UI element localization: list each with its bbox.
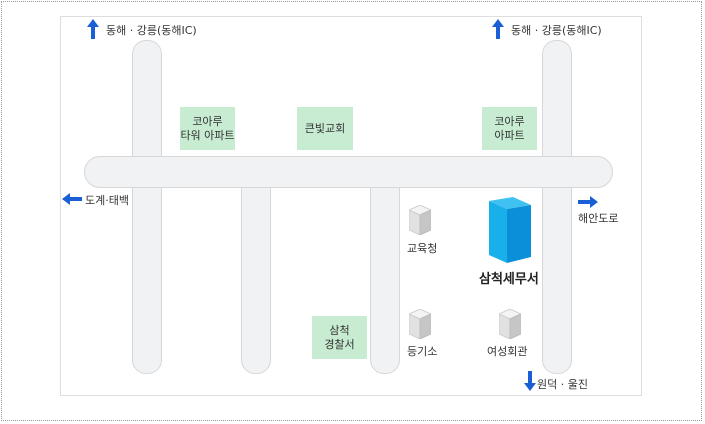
landmark-church: 큰빛교회: [297, 107, 353, 150]
building-cube-icon: [499, 309, 521, 339]
road-join-1: [133, 157, 161, 187]
building-cube-icon: [409, 205, 431, 235]
building-cube-icon: [409, 309, 431, 339]
road-join-4: [543, 157, 571, 187]
road-horizontal: [84, 156, 613, 188]
road-join-2: [242, 170, 270, 187]
arrow-up-icon: [492, 19, 504, 39]
building-women-center-label: 여성회관: [487, 345, 528, 358]
arrow-down-icon: [524, 371, 536, 391]
direction-north-left: 동해 · 강릉(동해IC): [106, 24, 197, 37]
building-education-label: 교육청: [407, 242, 438, 255]
tax-office-label: 삼척세무서: [479, 272, 539, 287]
landmark-police-line1: 삼척: [329, 323, 350, 337]
direction-south: 원덕 · 울진: [537, 378, 588, 391]
landmark-koaru-tower-line1: 코아루: [192, 114, 223, 128]
landmark-koaru-apt-line2: 아파트: [494, 128, 525, 142]
arrow-right-icon: [578, 196, 598, 208]
landmark-koaru-apt: 코아루 아파트: [482, 107, 537, 150]
landmark-koaru-tower-line2: 타워 아파트: [180, 128, 235, 142]
landmark-police: 삼척 경찰서: [312, 316, 367, 359]
road-vertical-3: [370, 176, 400, 374]
direction-east: 해안도로: [578, 212, 619, 225]
building-registry-label: 등기소: [407, 345, 438, 358]
road-join-3: [371, 170, 399, 187]
landmark-koaru-tower: 코아루 타워 아파트: [180, 107, 235, 150]
road-vertical-4: [542, 40, 572, 374]
road-vertical-1: [132, 40, 162, 374]
road-vertical-2: [241, 176, 271, 374]
arrow-up-icon: [87, 19, 99, 39]
direction-north-right: 동해 · 강릉(동해IC): [511, 24, 602, 37]
landmark-police-line2: 경찰서: [324, 337, 355, 351]
landmark-church-label: 큰빛교회: [304, 121, 346, 135]
direction-west: 도계·태백: [85, 194, 129, 207]
arrow-left-icon: [62, 193, 82, 205]
tax-office-building-icon: [489, 197, 531, 263]
landmark-koaru-apt-line1: 코아루: [494, 114, 525, 128]
